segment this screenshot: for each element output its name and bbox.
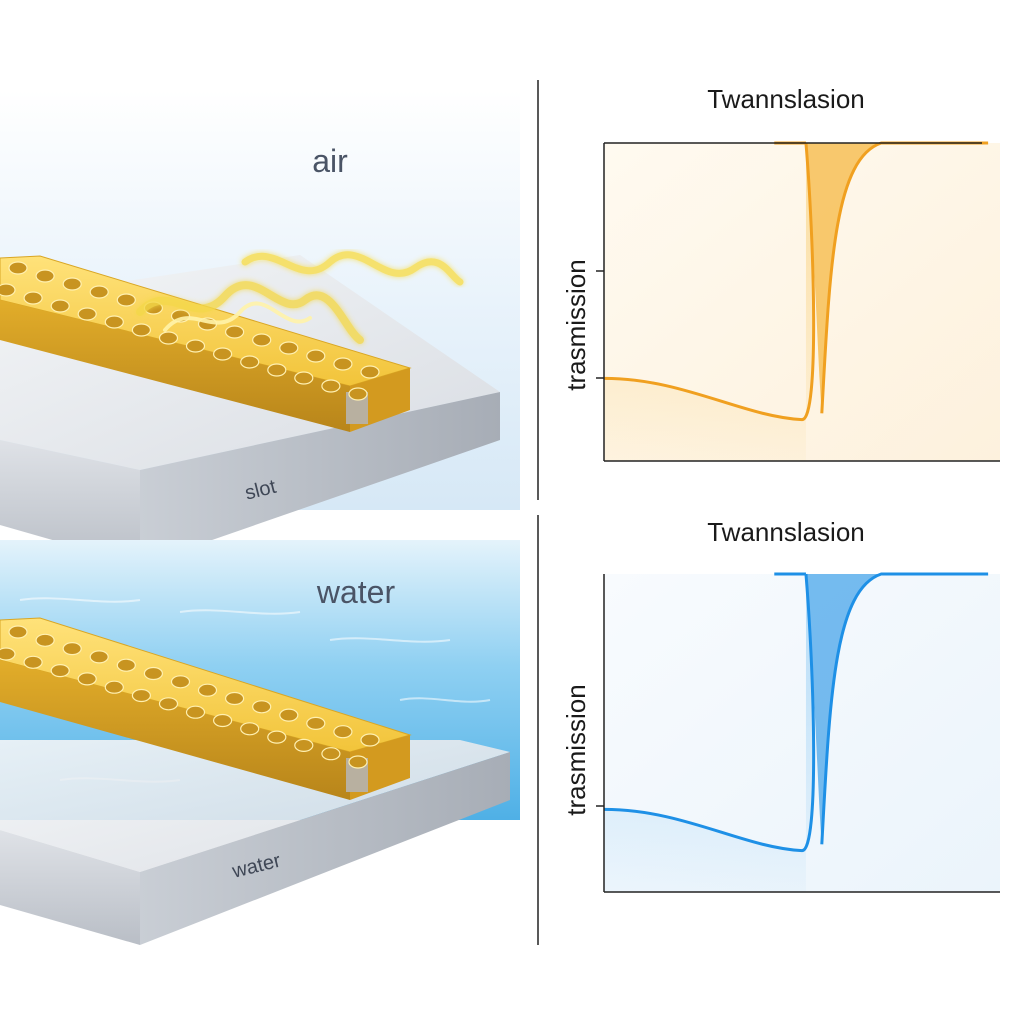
waveguide-hole [267,730,287,744]
water-y-axis-label: trasmission [561,684,591,815]
air-light-wave-2 [136,281,364,344]
water-waveguide-front [0,660,350,800]
waveguide-hole [131,688,151,703]
waveguide-hole [35,633,55,647]
waveguide-hole [50,299,70,313]
waveguide-hole [89,650,109,664]
waveguide-hole [360,733,380,747]
waveguide-hole [116,658,136,672]
waveguide-hole [143,666,163,681]
air-y-axis-label: trasmission [561,259,591,390]
waveguide-hole [77,672,97,686]
waveguide-hole [252,333,272,347]
waveguide-hole [185,705,206,719]
waveguide-hole [185,339,206,353]
waveguide-hole [197,683,218,697]
air-transmission-chart: Twannslasion trasmission [561,84,1000,462]
air-slab-front [0,440,140,565]
waveguide-hole [213,347,233,361]
air-waveguide-front [0,300,350,432]
waveguide-hole [321,747,341,761]
air-light-wave-3 [163,301,312,332]
waveguide-hole [279,341,299,355]
waveguide-hole [62,641,82,656]
waveguide-hole [0,283,16,297]
waveguide-hole [267,363,287,377]
waveguide-hole [50,663,70,678]
air-hole-array [0,261,380,401]
water-medium-label: water [316,574,396,610]
waveguide-hole [77,307,97,321]
waveguide-hole [116,293,136,307]
water-chart-title: Twannslasion [707,517,865,547]
water-slab-front [0,830,140,945]
waveguide-hole [225,325,245,339]
waveguide-hole [240,722,260,736]
waveguide-hole [333,725,353,739]
waveguide-hole [23,291,43,305]
waveguide-hole [294,738,314,753]
waveguide-hole [294,371,314,385]
waveguide-hole [158,697,179,711]
waveguide-hole [0,647,16,661]
waveguide-hole [104,315,124,329]
water-transmission-curve [603,572,989,853]
waveguide-hole [306,349,326,363]
air-slab-side [140,392,500,565]
waveguide-hole [360,365,380,379]
waveguide-hole [252,700,272,714]
waveguide-hole [8,261,28,275]
waveguide-hole [131,323,151,337]
waveguide-hole [213,713,233,728]
waveguide-hole [333,357,353,371]
waveguide-hole [62,277,82,291]
waveguide-hole [279,708,299,722]
water-hole-array [0,625,380,769]
waveguide-hole [348,755,368,769]
water-slab-side [140,752,510,945]
waveguide-hole [170,675,191,689]
waveguide-hole [23,655,43,669]
waveguide-hole [240,355,260,369]
air-medium-label: air [312,143,348,179]
waveguide-hole [348,387,368,401]
waveguide-hole [8,625,28,639]
waveguide-hole [104,680,124,694]
waveguide-hole [35,269,55,283]
water-transmission-chart: Twannslasion trasmission [561,517,1000,893]
waveguide-hole [321,379,341,393]
air-light-wave-1 [241,251,464,286]
waveguide-hole [225,691,245,706]
air-slot-gap [346,392,368,424]
air-device-illustration: air slot [0,90,520,565]
waveguide-hole [306,716,326,731]
waveguide-hole [89,285,109,299]
waveguide-hole [158,331,179,345]
water-device-illustration: water water [0,540,520,945]
air-chart-title: Twannslasion [707,84,865,114]
